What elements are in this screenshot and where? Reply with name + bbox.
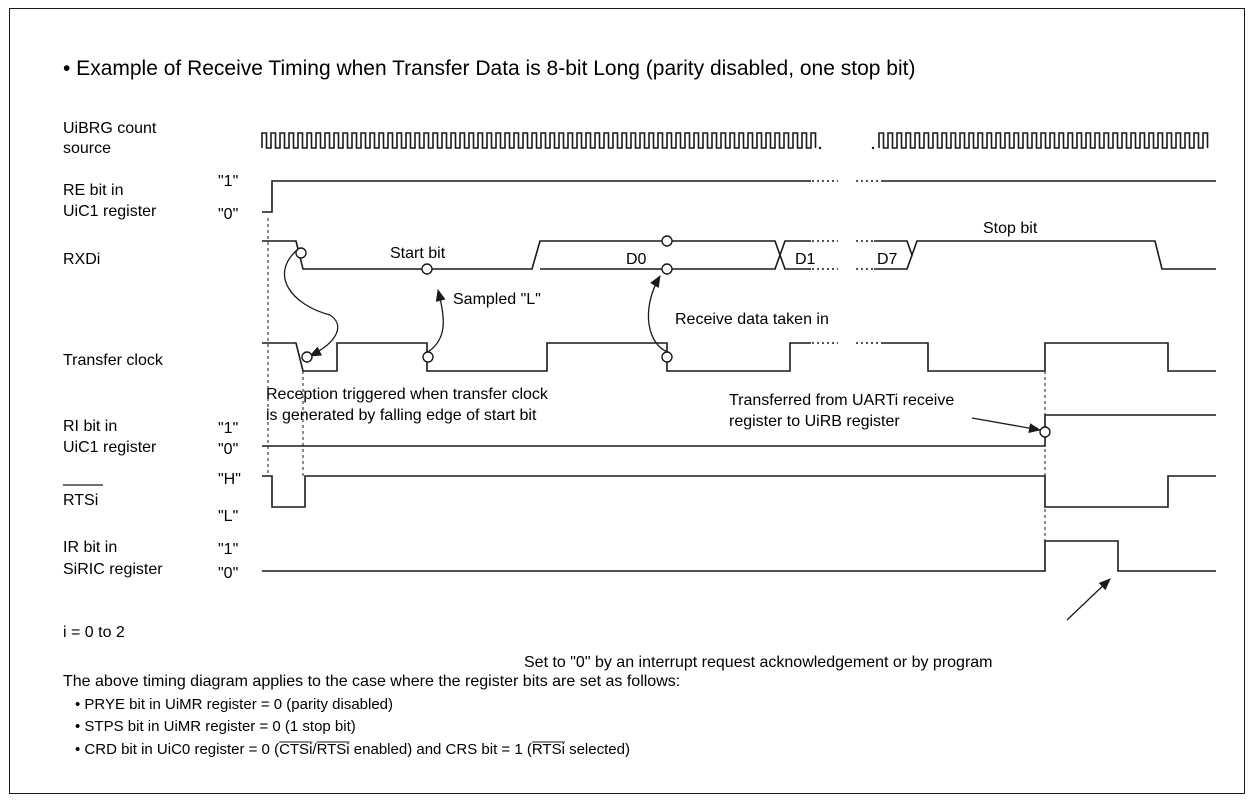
receive-data-label: Receive data taken in [675, 311, 829, 328]
data-bit-d7: D7 [877, 251, 898, 268]
rxd-break [812, 240, 874, 270]
footnote-item-crd: • CRD bit in UiC0 register = 0 (CTSi/RTS… [75, 741, 630, 758]
transferred-label-line2: register to UiRB register [729, 413, 900, 430]
label-ir-line1: IR bit in [63, 539, 117, 556]
level-re-1: "1" [218, 173, 238, 190]
rxd-wave-right-bottom [874, 254, 913, 270]
trigger-label-line2: is generated by falling edge of start bi… [266, 407, 537, 424]
ubrg-clock-segment [878, 132, 1209, 149]
re-wave-left [262, 180, 811, 213]
ubrg-clock-wave [261, 132, 1209, 149]
index-note: i = 0 to 2 [63, 624, 125, 641]
ir-wave [262, 540, 1216, 572]
rxd-wave-right-top [874, 240, 1216, 270]
label-ri-line1: RI bit in [63, 418, 117, 435]
footnote-intro: The above timing diagram applies to the … [63, 673, 680, 690]
circle-clock-d0 [661, 351, 673, 363]
sample-curve-arrow-start [427, 289, 446, 353]
circle-rxd-falling [295, 247, 307, 259]
set-zero-label: Set to "0" by an interrupt request ackno… [524, 654, 993, 671]
level-ri-1: "1" [218, 420, 238, 437]
ubrg-clock-segment [261, 132, 817, 149]
level-ri-0: "0" [218, 441, 238, 458]
sampled-l-label: Sampled "L" [453, 291, 541, 308]
transferred-arrow [971, 417, 1041, 434]
circle-d0-low [661, 263, 673, 275]
rxd-wave-top [262, 240, 811, 270]
set-zero-arrow [1066, 578, 1111, 621]
data-bit-d1: D1 [795, 251, 816, 268]
label-re-line2: UiC1 register [63, 203, 157, 220]
footnote-item-stps: • STPS bit in UiMR register = 0 (1 stop … [75, 718, 356, 735]
diagram-title: • Example of Receive Timing when Transfe… [63, 57, 915, 80]
label-re-line1: RE bit in [63, 182, 123, 199]
rts-wave [262, 475, 1216, 508]
footnote-item-prye: • PRYE bit in UiMR register = 0 (parity … [75, 696, 393, 713]
rxd-wave-bottom [540, 252, 811, 270]
label-ri-line2: UiC1 register [63, 439, 157, 456]
transferred-label-line1: Transferred from UARTi receive [729, 392, 954, 409]
label-ubrg-line2: source [63, 140, 111, 157]
trigger-curve-arrow [284, 248, 339, 357]
circle-d0-high [661, 235, 673, 247]
circle-ri-transfer [1039, 426, 1051, 438]
stop-bit-label: Stop bit [983, 220, 1038, 237]
label-ir-line2: SiRIC register [63, 561, 163, 578]
label-rts: RTSi [63, 492, 98, 509]
circle-clock-sample [422, 351, 434, 363]
circle-start-sample [421, 263, 433, 275]
ubrg-break-dot-right [871, 146, 875, 150]
level-re-0: "0" [218, 206, 238, 223]
circle-clock-trigger [301, 351, 313, 363]
transfer-clock-wave-left [262, 342, 811, 372]
diagram-frame [9, 8, 1245, 794]
label-rxd: RXDi [63, 251, 100, 268]
level-rts-l: "L" [218, 508, 238, 525]
transfer-clock-wave-right [881, 342, 1216, 372]
level-ir-1: "1" [218, 541, 238, 558]
label-ubrg-line1: UiBRG count [63, 120, 157, 137]
trigger-label-line1: Reception triggered when transfer clock [266, 386, 549, 403]
ubrg-break-dot-left [818, 146, 822, 150]
level-ir-0: "0" [218, 565, 238, 582]
level-rts-h: "H" [218, 471, 241, 488]
sample-curve-arrow-d0 [647, 275, 669, 353]
start-bit-label: Start bit [390, 245, 446, 262]
label-transfer-clock: Transfer clock [63, 352, 164, 369]
data-bit-d0: D0 [626, 251, 647, 268]
